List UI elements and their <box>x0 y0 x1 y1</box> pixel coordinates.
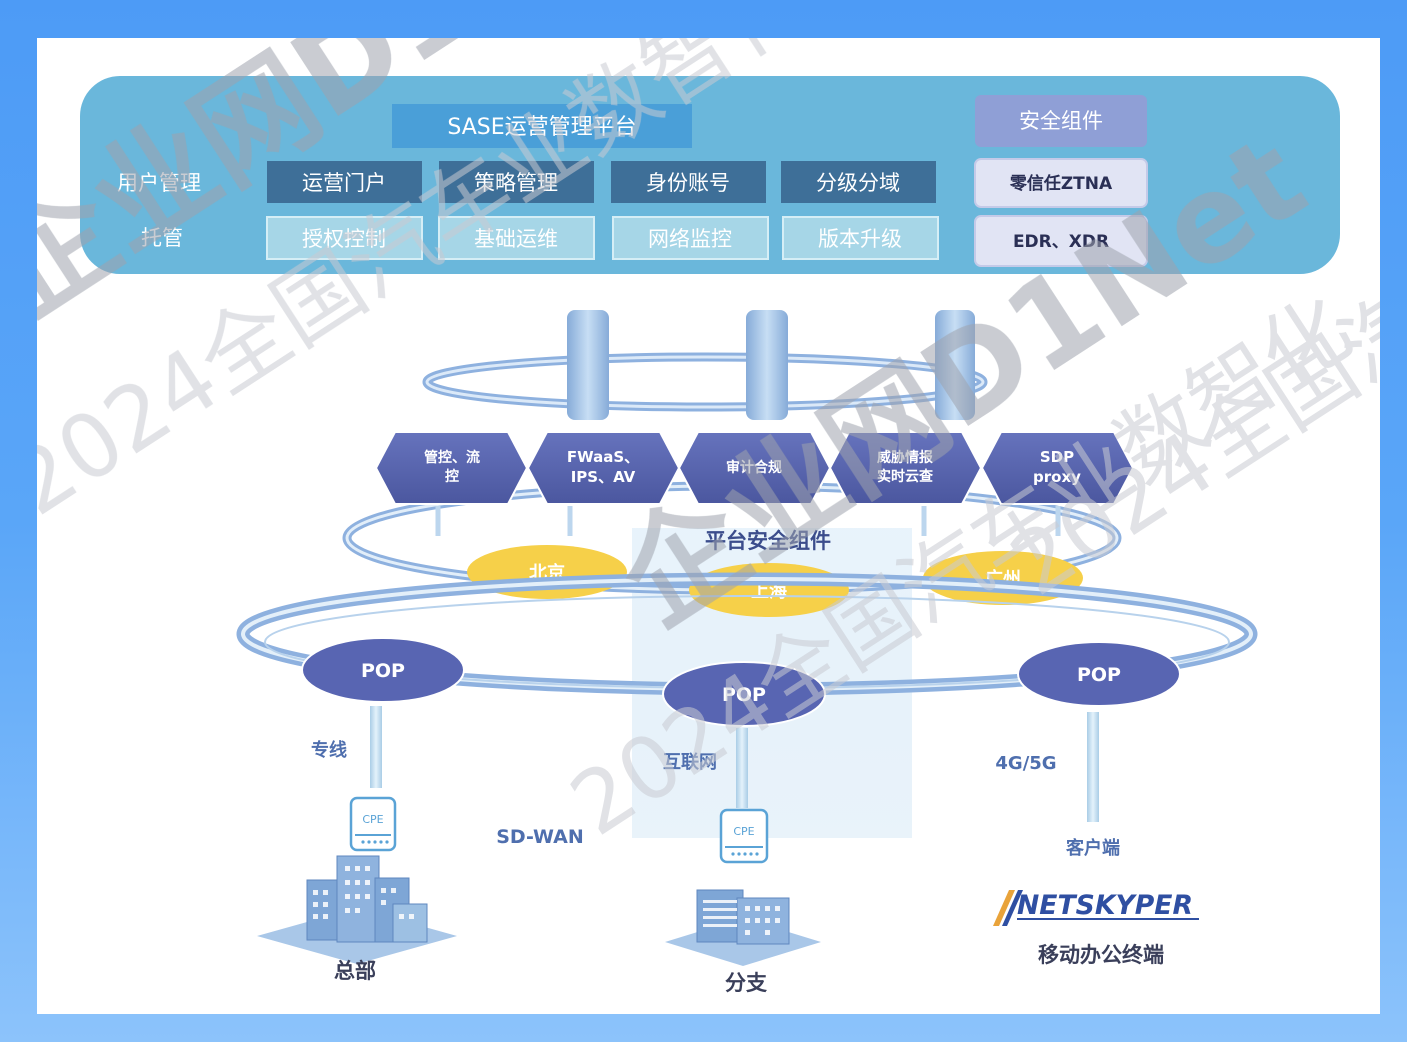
hexagon-drop-lines <box>435 506 1061 536</box>
hexagon-threat-line2: 实时云查 <box>877 468 934 485</box>
label-sdwan: SD-WAN <box>496 826 584 848</box>
cpe-device-branch[interactable]: CPE <box>719 808 769 864</box>
pop-node-center[interactable] <box>662 661 826 727</box>
label-internet: 互联网 <box>663 752 717 773</box>
security-hexagons: 管控、流 控 FWaaS、 IPS、AV 审计合规 威胁情报 实时云查 SDP … <box>374 431 1135 505</box>
hexagon-fwaas[interactable] <box>526 431 681 505</box>
hexagon-control[interactable] <box>374 431 529 505</box>
netskyper-brand-text: NETSKYPER <box>1017 890 1193 921</box>
hexagon-audit-line1: 审计合规 <box>726 459 782 476</box>
pop-nodes: POP POP POP <box>301 637 1181 727</box>
row-label-user-management: 用户管理 <box>117 171 201 195</box>
endpoint-mobile-office: 移动办公终端 <box>1038 943 1164 967</box>
security-item-ztna[interactable]: 零信任ZTNA <box>1009 173 1113 194</box>
access-links <box>370 706 1099 822</box>
endpoint-headquarters: 总部 <box>334 959 376 983</box>
tile-version-upgrade[interactable]: 版本升级 <box>818 227 902 251</box>
pop-node-right[interactable] <box>1017 641 1181 707</box>
cpe-hq-label: CPE <box>362 813 383 826</box>
security-item-edr-xdr[interactable]: EDR、XDR <box>1013 232 1109 252</box>
hexagon-audit[interactable] <box>677 431 832 505</box>
sase-architecture-diagram: SASE运营管理平台 用户管理 托管 运营门户 策略管理 身份账号 分级分域 授… <box>37 38 1380 995</box>
netskyper-logo: NETSKYPER <box>993 890 1199 926</box>
tile-tiered-domain[interactable]: 分级分域 <box>816 171 900 195</box>
hexagon-sdp-line2: proxy <box>1033 468 1081 486</box>
tile-operations-portal[interactable]: 运营门户 <box>302 171 386 195</box>
pop-node-right-label: POP <box>1077 664 1121 686</box>
tile-authorization-control[interactable]: 授权控制 <box>302 227 386 251</box>
hexagon-sdp[interactable] <box>980 431 1135 505</box>
upper-ring <box>422 352 988 412</box>
headquarters-buildings-icon <box>257 855 457 964</box>
row-label-hosting: 托管 <box>141 226 183 250</box>
platform-connectors <box>567 310 975 420</box>
cpe-device-hq[interactable]: CPE <box>349 796 397 852</box>
sase-platform-panel: SASE运营管理平台 用户管理 托管 运营门户 策略管理 身份账号 分级分域 授… <box>80 76 1340 274</box>
hexagon-threat-line1: 威胁情报 <box>877 449 933 466</box>
branch-building-icon <box>665 889 821 966</box>
endpoint-branch: 分支 <box>725 971 768 995</box>
security-components-title: 安全组件 <box>1019 109 1103 133</box>
hexagon-control-line2: 控 <box>445 468 459 485</box>
hexagon-control-line1: 管控、流 <box>424 449 480 466</box>
cpe-branch-label: CPE <box>733 825 754 838</box>
ring-label-platform-security: 平台安全组件 <box>705 529 831 553</box>
hexagon-threat-intel[interactable] <box>828 431 983 505</box>
label-dedicated-line: 专线 <box>311 739 347 761</box>
diagram-canvas: SASE运营管理平台 用户管理 托管 运营门户 策略管理 身份账号 分级分域 授… <box>37 38 1380 1014</box>
hexagon-fwaas-line2: IPS、AV <box>571 468 636 486</box>
label-client: 客户端 <box>1066 837 1120 859</box>
platform-title: SASE运营管理平台 <box>447 115 636 140</box>
pop-node-left-label: POP <box>361 660 405 682</box>
pop-node-left[interactable] <box>301 637 465 703</box>
tile-identity-account[interactable]: 身份账号 <box>646 171 730 195</box>
tile-policy-management[interactable]: 策略管理 <box>474 171 558 195</box>
tile-network-monitoring[interactable]: 网络监控 <box>648 227 732 251</box>
hexagon-sdp-line1: SDP <box>1040 448 1074 466</box>
hexagon-fwaas-line1: FWaaS、 <box>567 448 639 466</box>
pop-node-center-label: POP <box>722 684 766 706</box>
tile-basic-ops[interactable]: 基础运维 <box>474 227 558 251</box>
label-4g5g: 4G/5G <box>995 753 1056 774</box>
